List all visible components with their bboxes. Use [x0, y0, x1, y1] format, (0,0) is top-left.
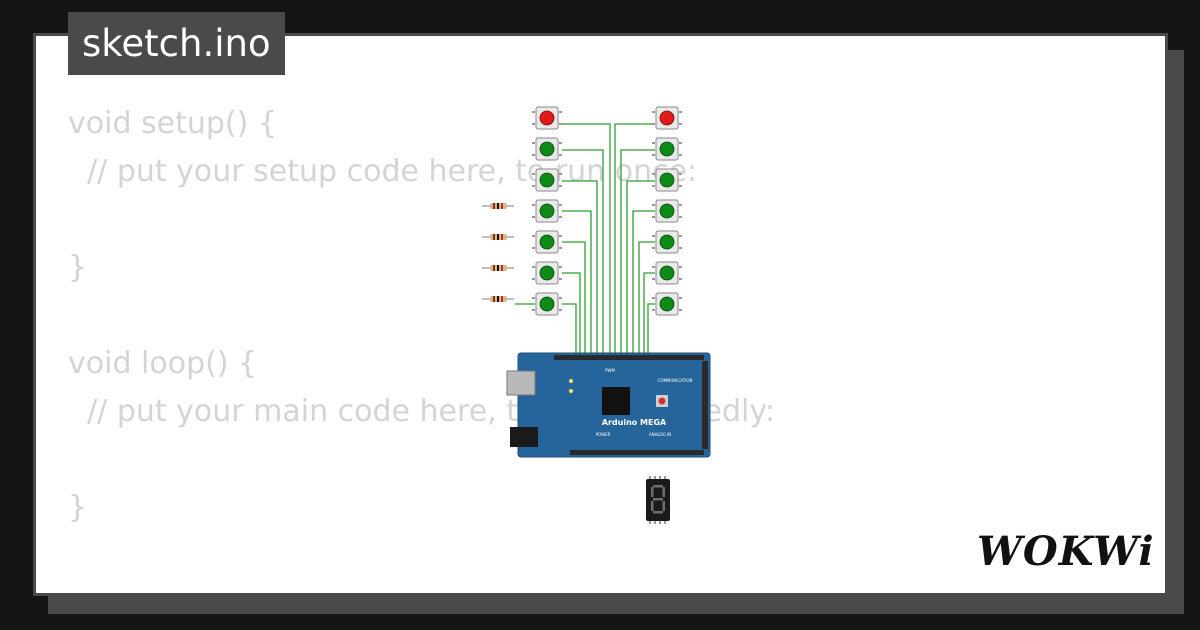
- pushbutton-green[interactable]: [532, 168, 562, 192]
- analog-header: [570, 450, 704, 455]
- power-label: POWER: [596, 432, 611, 437]
- arduino-mega-board: Arduino MEGA PWM COMMUNICATION POWER ANA…: [506, 352, 711, 458]
- mcu-chip: [602, 387, 630, 415]
- pushbutton-green[interactable]: [652, 230, 682, 254]
- board-label: Arduino MEGA: [602, 418, 667, 427]
- pushbutton-green[interactable]: [652, 137, 682, 161]
- pushbutton-green[interactable]: [652, 199, 682, 223]
- pushbutton-green[interactable]: [532, 230, 562, 254]
- pushbutton-green[interactable]: [532, 137, 562, 161]
- sketch-filename-tab: sketch.ino: [68, 12, 285, 75]
- pushbutton-red[interactable]: [532, 106, 562, 130]
- analog-in-label: ANALOG IN: [649, 432, 671, 437]
- resistor: [482, 234, 514, 240]
- resistor: [482, 203, 514, 209]
- communication-label: COMMUNICATION: [658, 378, 693, 383]
- wokwi-wordmark: WOKWi: [977, 528, 1155, 575]
- seven-segment-display: [646, 476, 670, 524]
- pushbutton-green[interactable]: [532, 292, 562, 316]
- pushbutton-red[interactable]: [652, 106, 682, 130]
- usb-port: [506, 370, 536, 396]
- power-jack: [510, 427, 538, 447]
- pushbutton-green[interactable]: [532, 261, 562, 285]
- pushbutton-green[interactable]: [652, 292, 682, 316]
- code-line: void setup() {: [68, 106, 277, 141]
- digital-header: [554, 355, 704, 360]
- pushbutton-green[interactable]: [652, 261, 682, 285]
- preview-card: [33, 33, 1168, 596]
- pwm-label: PWM: [605, 368, 615, 373]
- code-line: }: [68, 250, 88, 285]
- resistor: [482, 265, 514, 271]
- resistor: [482, 296, 514, 302]
- pushbutton-green[interactable]: [652, 168, 682, 192]
- pushbutton-green[interactable]: [532, 199, 562, 223]
- wokwi-logo: WOKWi: [977, 528, 1155, 575]
- code-line: void loop() {: [68, 346, 258, 381]
- circuit-diagram: Arduino MEGA PWM COMMUNICATION POWER ANA…: [482, 106, 711, 524]
- wire-group: [515, 123, 655, 355]
- side-header: [702, 361, 708, 449]
- code-line: // put your setup code here, to run once…: [68, 154, 698, 189]
- code-line: }: [68, 490, 88, 525]
